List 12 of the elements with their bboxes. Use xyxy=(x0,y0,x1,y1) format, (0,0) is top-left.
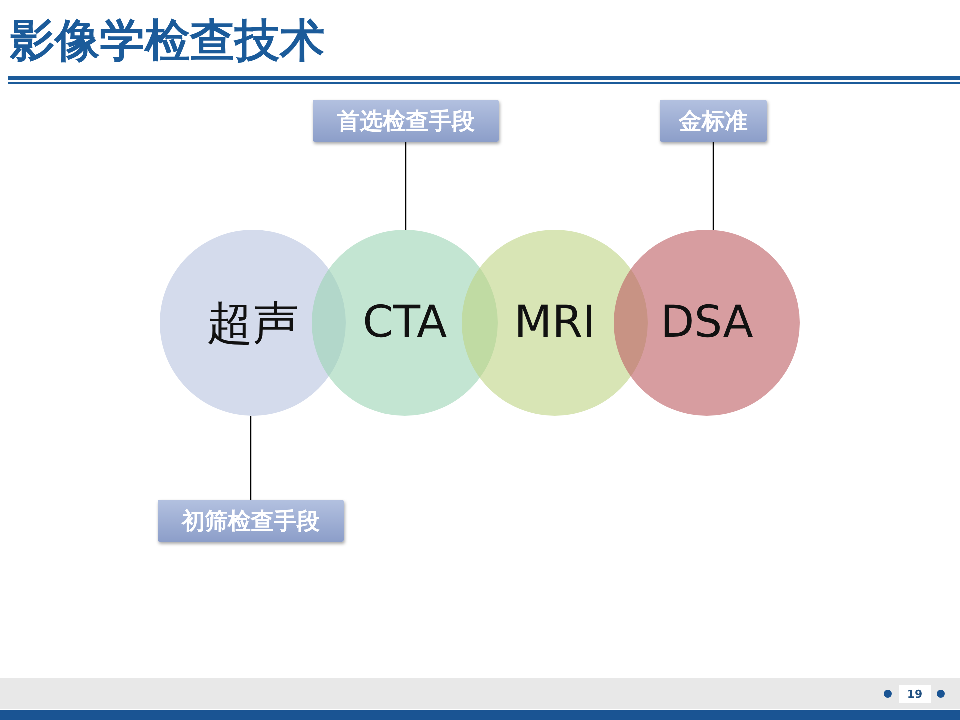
callout-tag: 初筛检查手段 xyxy=(158,500,344,542)
slide-title: 影像学检查技术 xyxy=(10,13,325,69)
leader-line xyxy=(712,142,714,230)
callout-tag: 首选检查手段 xyxy=(313,100,499,142)
circle-label: CTA xyxy=(362,298,448,348)
circle-label: DSA xyxy=(660,298,754,348)
callout-tag: 金标准 xyxy=(660,100,767,142)
circle-label: MRI xyxy=(514,298,596,348)
page-number: 19 xyxy=(899,685,931,703)
leader-line xyxy=(405,142,407,230)
leader-line xyxy=(250,416,252,500)
circle-label: 超声 xyxy=(207,298,299,348)
